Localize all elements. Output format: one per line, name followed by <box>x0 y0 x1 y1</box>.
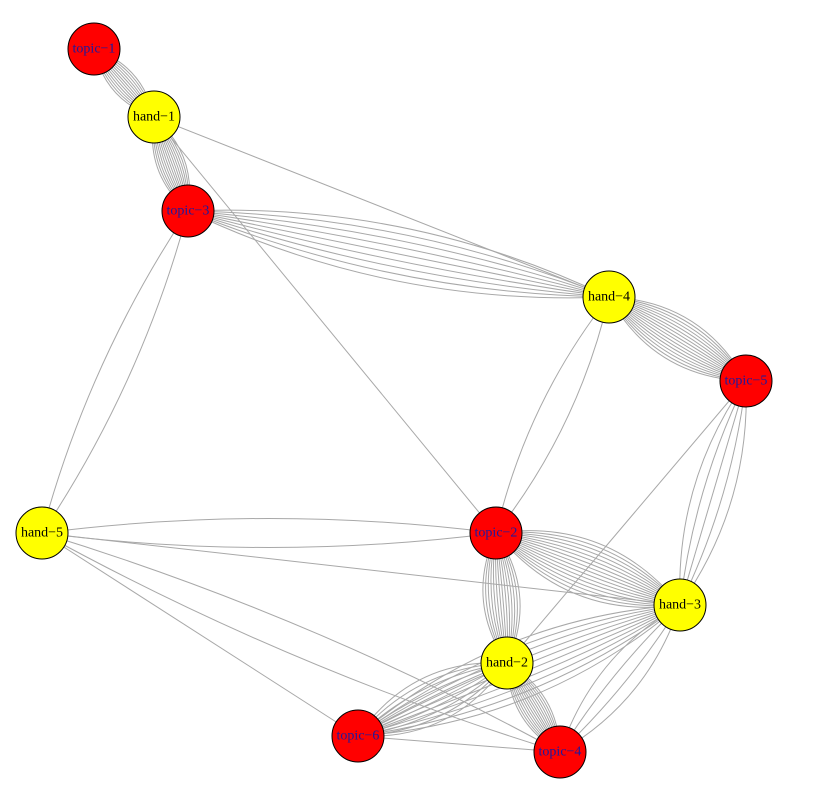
edge-hand-5-topic-4 <box>41 532 561 753</box>
node-hand-5[interactable]: hand−5 <box>15 506 69 560</box>
edge-topic-3-hand-5 <box>41 210 189 534</box>
edge-topic-3-hand-4 <box>187 210 610 298</box>
node-circle-topic-4 <box>533 725 587 779</box>
edge-topic-3-hand-4 <box>187 210 610 298</box>
node-label-hand-1: hand−1 <box>133 110 175 125</box>
node-hand-3[interactable]: hand−3 <box>653 578 707 632</box>
node-label-topic-3: topic−3 <box>167 204 210 219</box>
node-circle-topic-1 <box>67 22 121 76</box>
edge-topic-3-hand-4 <box>187 210 610 298</box>
edge-topic-5-hand-3 <box>679 380 747 606</box>
edge-topic-5-hand-3 <box>679 380 747 606</box>
edge-topic-3-hand-4 <box>187 210 610 298</box>
node-circle-topic-3 <box>161 184 215 238</box>
node-label-hand-5: hand−5 <box>21 526 63 541</box>
node-circle-hand-1 <box>127 90 181 144</box>
node-label-topic-4: topic−4 <box>539 745 582 760</box>
node-topic-6[interactable]: topic−6 <box>331 709 385 763</box>
node-topic-1[interactable]: topic−1 <box>67 22 121 76</box>
node-circle-hand-5 <box>15 506 69 560</box>
node-circle-hand-3 <box>653 578 707 632</box>
node-circle-topic-5 <box>719 354 773 408</box>
node-label-hand-3: hand−3 <box>659 598 701 613</box>
edge-topic-3-hand-5 <box>41 210 189 534</box>
edge-topic-3-hand-4 <box>187 210 610 298</box>
node-topic-2[interactable]: topic−2 <box>469 506 523 560</box>
edge-hand-5-topic-2 <box>41 518 497 534</box>
node-topic-5[interactable]: topic−5 <box>719 354 773 408</box>
edge-topic-3-hand-4 <box>187 210 610 299</box>
edge-topic-5-hand-3 <box>679 380 747 606</box>
edge-topic-6-topic-4 <box>357 735 561 753</box>
node-label-topic-2: topic−2 <box>475 526 518 541</box>
node-circle-topic-2 <box>469 506 523 560</box>
edge-topic-5-hand-3 <box>679 380 747 606</box>
node-label-hand-4: hand−4 <box>588 290 630 305</box>
node-circle-hand-2 <box>480 636 534 690</box>
nodes-layer: topic−1 hand−1 topic−3 hand−4 topic−5 hand−5 t… <box>15 22 773 779</box>
edge-topic-3-hand-4 <box>187 210 610 298</box>
edge-hand-4-topic-2 <box>495 296 610 534</box>
edge-hand-4-topic-2 <box>495 296 610 534</box>
edge-hand-1-hand-4 <box>153 116 610 298</box>
edge-hand-5-topic-4 <box>41 532 561 753</box>
node-label-topic-1: topic−1 <box>73 42 116 57</box>
edge-topic-2-hand-3 <box>495 530 681 606</box>
edge-topic-2-hand-3 <box>495 532 681 608</box>
edge-hand-3-topic-6 <box>357 604 681 737</box>
node-topic-3[interactable]: topic−3 <box>161 184 215 238</box>
node-label-topic-5: topic−5 <box>725 374 768 389</box>
node-hand-2[interactable]: hand−2 <box>480 636 534 690</box>
edge-topic-3-hand-4 <box>187 210 610 298</box>
edges-layer <box>41 48 747 753</box>
node-label-topic-6: topic−6 <box>337 729 380 744</box>
edge-topic-5-hand-3 <box>679 380 747 606</box>
edge-hand-1-topic-2 <box>153 116 497 534</box>
node-circle-hand-4 <box>582 270 636 324</box>
node-hand-4[interactable]: hand−4 <box>582 270 636 324</box>
node-hand-1[interactable]: hand−1 <box>127 90 181 144</box>
edge-topic-5-hand-2 <box>506 380 747 664</box>
node-topic-4[interactable]: topic−4 <box>533 725 587 779</box>
edge-topic-3-hand-4 <box>187 209 610 298</box>
node-label-hand-2: hand−2 <box>486 656 528 671</box>
node-circle-topic-6 <box>331 709 385 763</box>
edge-hand-5-topic-6 <box>41 532 359 737</box>
